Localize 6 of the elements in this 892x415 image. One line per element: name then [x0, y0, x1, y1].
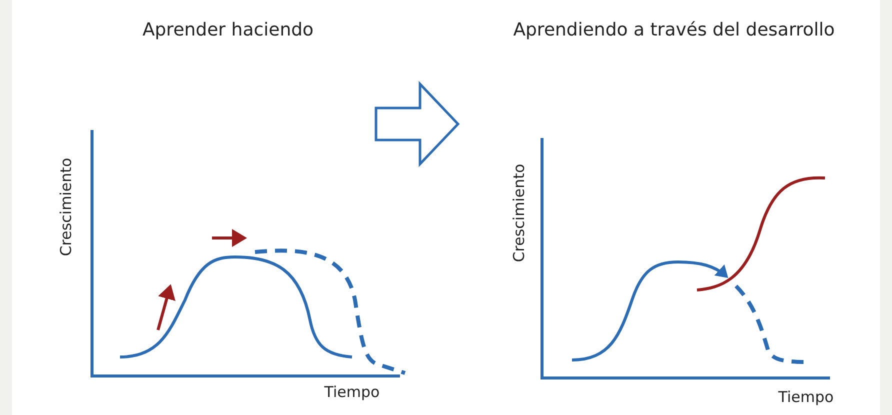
chart-title: Aprender haciendo — [142, 20, 314, 40]
axis-label: Tiempo — [324, 383, 380, 401]
axis-label: Crescimiento — [57, 158, 75, 256]
axis-label: Crescimiento — [510, 164, 528, 262]
chart-title: Aprendiendo a través del desarrollo — [513, 20, 835, 40]
axis-label: Tiempo — [778, 388, 834, 406]
